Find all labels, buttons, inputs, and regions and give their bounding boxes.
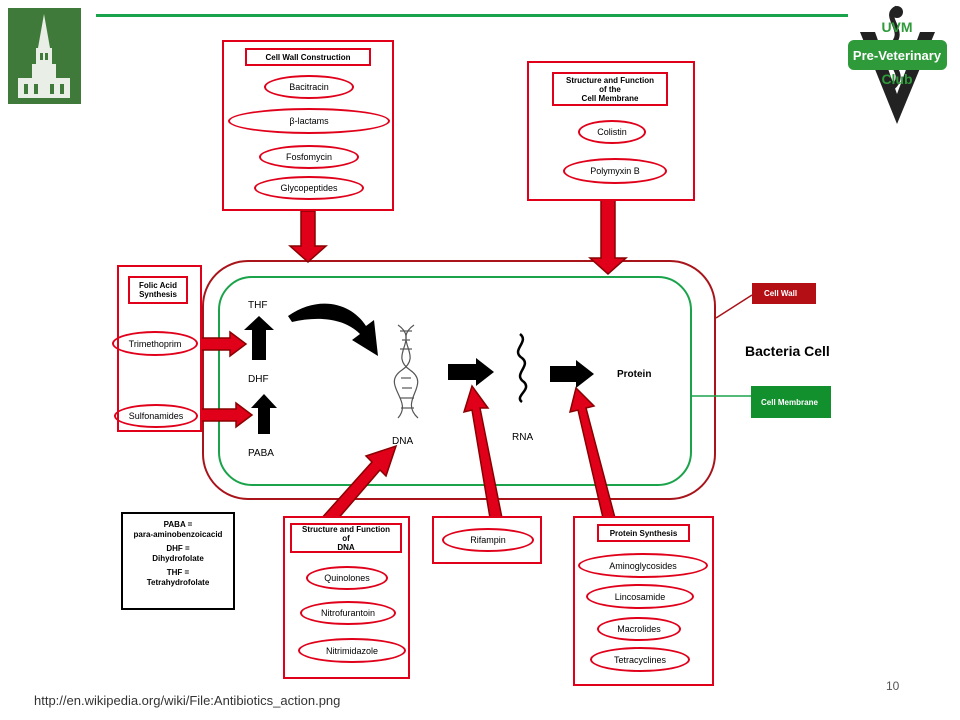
abbrev-thf: THF = Tetrahydrofolate	[123, 568, 233, 588]
abbrev-dhf-meaning: Dihydrofolate	[152, 554, 204, 563]
drug-macrolides: Macrolides	[597, 617, 681, 641]
bacteria-cell-title: Bacteria Cell	[745, 343, 830, 359]
drug-polymyxin-b: Polymyxin B	[563, 158, 667, 184]
drug-bacitracin: Bacitracin	[264, 75, 354, 99]
cell-membrane-title-line-1: Structure and Function	[566, 75, 654, 85]
uvm-logo	[8, 8, 81, 104]
label-protein: Protein	[617, 369, 652, 380]
pre-vet-club-logo: UVM Pre-Veterinary Club	[840, 2, 955, 128]
drug-fosfomycin: Fosfomycin	[259, 145, 359, 169]
dna-title-line-3: DNA	[337, 542, 355, 552]
title-underline	[96, 14, 848, 17]
paba-to-dhf-arrow	[251, 394, 277, 434]
dhf-to-thf-arrow	[244, 316, 274, 360]
label-dna: DNA	[392, 436, 414, 447]
abbrev-paba: PABA = para-aminobenzoicacid	[123, 520, 233, 540]
svg-text:Club: Club	[881, 71, 912, 87]
thf-to-dna-arrow	[288, 303, 378, 356]
drug-nitrofurantoin: Nitrofurantoin	[300, 601, 396, 625]
cell-membrane-outline	[218, 276, 692, 486]
drug-rifampin: Rifampin	[442, 528, 534, 552]
rna-to-protein-arrow	[550, 360, 594, 388]
drug-aminoglycosides: Aminoglycosides	[578, 553, 708, 578]
dna-structure-title: Structure and Function of DNA	[290, 523, 402, 553]
drug-tetracyclines: Tetracyclines	[590, 647, 690, 672]
cell-wall-arrow	[288, 210, 328, 264]
folic-acid-title-line-1: Folic Acid	[139, 281, 177, 290]
caduceus-v-icon: UVM Pre-Veterinary Club	[848, 5, 947, 124]
abbrev-thf-term: THF =	[166, 568, 190, 577]
abbreviations-key: PABA = para-aminobenzoicacid DHF = Dihyd…	[121, 512, 235, 610]
drug-lincosamide: Lincosamide	[586, 584, 694, 609]
rna-strand-icon	[516, 333, 528, 403]
dna-to-rna-arrow	[448, 358, 494, 386]
abbrev-paba-meaning: para-aminobenzoicacid	[133, 530, 223, 539]
abbrev-paba-term: PABA =	[163, 520, 193, 529]
tower-icon	[8, 8, 81, 104]
legend-cell-membrane: Cell Membrane	[751, 386, 831, 418]
dna-title-line-2: of	[342, 533, 350, 543]
label-thf: THF	[248, 300, 268, 311]
cell-membrane-title-line-2: of the	[599, 84, 621, 94]
drug-quinolones: Quinolones	[306, 566, 388, 590]
cell-wall-outline	[202, 260, 716, 500]
folic-acid-title: Folic Acid Synthesis	[128, 276, 188, 304]
folic-acid-title-line-2: Synthesis	[139, 290, 177, 299]
cell-wall-construction-title: Cell Wall Construction	[245, 48, 371, 66]
drug-sulfonamides: Sulfonamides	[114, 404, 198, 428]
drug-beta-lactams: β-lactams	[228, 108, 390, 134]
legend-cell-wall: Cell Wall	[752, 283, 816, 304]
drug-trimethoprim: Trimethoprim	[112, 331, 198, 356]
drug-nitrimidazole: Nitrimidazole	[298, 638, 406, 663]
rifampin-arrow	[462, 384, 503, 519]
svg-text:UVM: UVM	[881, 19, 912, 35]
page-number: 10	[886, 679, 900, 693]
label-rna: RNA	[512, 432, 534, 443]
cell-membrane-title-line-3: Cell Membrane	[581, 93, 639, 103]
membrane-arrow	[588, 199, 628, 276]
wall-legend-connector	[715, 294, 753, 319]
abbrev-dhf-term: DHF =	[166, 544, 190, 553]
source-url[interactable]: http://en.wikipedia.org/wiki/File:Antibi…	[34, 693, 341, 708]
protein-synthesis-title: Protein Synthesis	[597, 524, 690, 542]
abbrev-thf-meaning: Tetrahydrofolate	[146, 578, 210, 587]
label-dhf: DHF	[248, 374, 269, 385]
label-paba: PABA	[248, 448, 274, 459]
drug-colistin: Colistin	[578, 120, 646, 144]
dna-helix-icon	[393, 324, 419, 419]
dna-title-line-1: Structure and Function	[302, 524, 390, 534]
protein-synthesis-arrow	[568, 386, 616, 519]
drug-glycopeptides: Glycopeptides	[254, 176, 364, 200]
abbrev-dhf: DHF = Dihydrofolate	[123, 544, 233, 564]
cell-membrane-title: Structure and Function of the Cell Membr…	[552, 72, 668, 106]
svg-text:Pre-Veterinary: Pre-Veterinary	[853, 48, 942, 63]
